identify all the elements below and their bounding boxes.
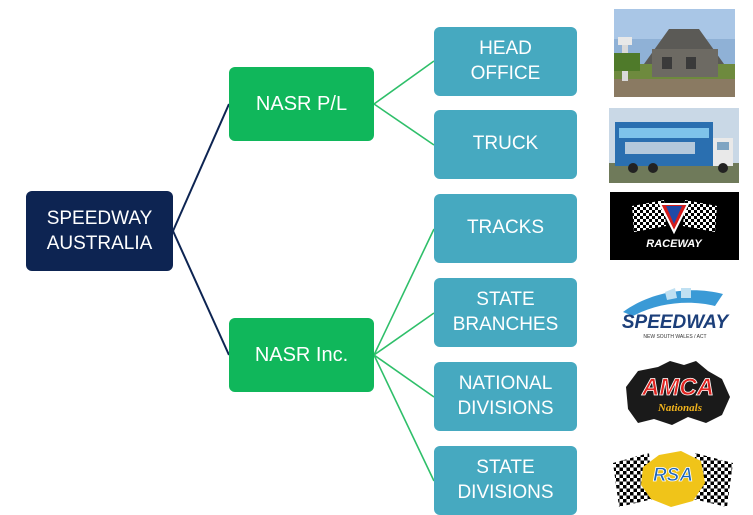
connector-inc-to-tracks bbox=[373, 228, 435, 356]
node-national-divisions-label: NATIONAL DIVISIONS bbox=[457, 372, 554, 419]
truck-photo bbox=[609, 108, 739, 183]
connector-pl-to-head-office bbox=[373, 60, 435, 105]
tracks-logo-text: RACEWAY bbox=[646, 238, 703, 250]
connector-inc-to-state-branches bbox=[373, 312, 435, 356]
node-state-divisions-label: STATE DIVISIONS bbox=[457, 456, 554, 503]
root-label: SPEEDWAY AUSTRALIA bbox=[46, 207, 153, 254]
connector-inc-to-state-divisions bbox=[373, 354, 435, 482]
node-state-branches: STATE BRANCHES bbox=[434, 278, 577, 347]
national-divisions-amca-logo: AMCA Nationals bbox=[618, 357, 737, 431]
node-truck: TRUCK bbox=[434, 110, 577, 179]
connector-root-to-nasr-pl bbox=[172, 103, 230, 232]
node-nasr-inc-label: NASR Inc. bbox=[254, 343, 349, 366]
node-tracks: TRACKS bbox=[434, 194, 577, 263]
state-branches-speedway-logo: SPEEDWAY NEW SOUTH WALES / ACT bbox=[603, 280, 747, 344]
national-logo-subtext: Nationals bbox=[657, 402, 702, 414]
node-head-office: HEAD OFFICE bbox=[434, 27, 577, 96]
connector-inc-to-national-divisions bbox=[373, 354, 435, 398]
node-tracks-label: TRACKS bbox=[466, 217, 545, 239]
state-divisions-rsa-logo: RSA bbox=[609, 443, 738, 515]
node-state-branches-label: STATE BRANCHES bbox=[452, 288, 559, 335]
node-nasr-pl: NASR P/L bbox=[229, 67, 374, 141]
tracks-raceway-logo: RACEWAY bbox=[610, 192, 739, 260]
node-nasr-inc: NASR Inc. bbox=[229, 318, 374, 392]
head-office-photo bbox=[614, 9, 735, 97]
connector-pl-to-truck bbox=[373, 103, 435, 146]
state-logo-text: RSA bbox=[653, 465, 693, 486]
node-national-divisions: NATIONAL DIVISIONS bbox=[434, 362, 577, 431]
node-head-office-label: HEAD OFFICE bbox=[470, 37, 541, 84]
state-branches-logo-subtext: NEW SOUTH WALES / ACT bbox=[643, 334, 706, 340]
state-branches-logo-text: SPEEDWAY bbox=[622, 312, 731, 333]
node-nasr-pl-label: NASR P/L bbox=[255, 92, 348, 115]
connector-root-to-nasr-inc bbox=[172, 230, 230, 356]
node-state-divisions: STATE DIVISIONS bbox=[434, 446, 577, 515]
root-node: SPEEDWAY AUSTRALIA bbox=[26, 191, 173, 271]
national-logo-text: AMCA bbox=[641, 374, 714, 401]
node-truck-label: TRUCK bbox=[472, 133, 539, 155]
